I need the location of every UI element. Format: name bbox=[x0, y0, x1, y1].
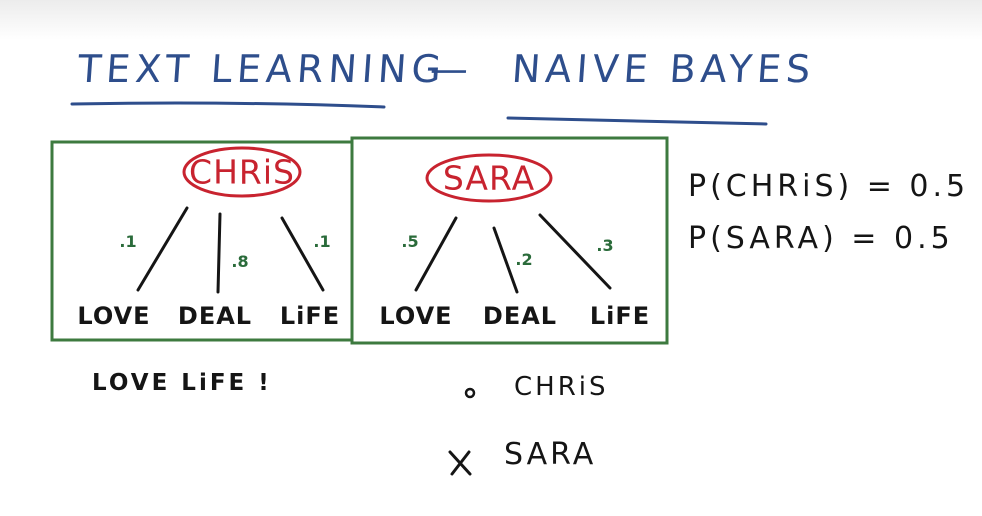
title-underline-right bbox=[506, 116, 768, 126]
sara-name: SARA bbox=[442, 158, 536, 198]
chris-word-love: LOVE bbox=[77, 302, 151, 330]
title-underline-left bbox=[70, 101, 386, 109]
chris-name: CHRiS bbox=[189, 152, 295, 192]
legend-chris-label: CHRiS bbox=[514, 372, 609, 402]
sara-prob-deal: .2 bbox=[515, 250, 533, 269]
prior-sara: P(SARA) = 0.5 bbox=[688, 221, 954, 256]
chris-name-ellipse bbox=[182, 146, 302, 198]
chris-branch-love bbox=[136, 206, 189, 292]
top-shade bbox=[0, 0, 982, 40]
legend-sara-label: SARA bbox=[504, 437, 597, 472]
sara-prob-life: .3 bbox=[596, 236, 614, 255]
chris-prob-life: .1 bbox=[313, 232, 331, 251]
chris-branch-life bbox=[280, 216, 325, 292]
circle-icon bbox=[464, 387, 476, 399]
chris-prob-deal: .8 bbox=[231, 252, 249, 271]
sara-branch-life bbox=[538, 213, 612, 290]
sara-box bbox=[350, 136, 669, 345]
prior-chris: P(CHRiS) = 0.5 bbox=[688, 169, 970, 204]
sara-branch-love bbox=[414, 216, 458, 292]
sara-word-deal: DEAL bbox=[482, 302, 558, 330]
sara-prob-love: .5 bbox=[401, 232, 419, 251]
chris-branch-deal bbox=[216, 212, 222, 294]
message-text: LOVE LiFE ! bbox=[92, 370, 272, 396]
cross-icon bbox=[448, 450, 472, 476]
sara-branch-deal bbox=[492, 226, 519, 294]
sara-name-ellipse bbox=[425, 153, 553, 203]
sara-word-life: LiFE bbox=[589, 302, 651, 330]
chris-prob-love: .1 bbox=[119, 232, 137, 251]
chris-word-life: LiFE bbox=[279, 302, 341, 330]
chris-word-deal: DEAL bbox=[177, 302, 253, 330]
sara-word-love: LOVE bbox=[379, 302, 453, 330]
